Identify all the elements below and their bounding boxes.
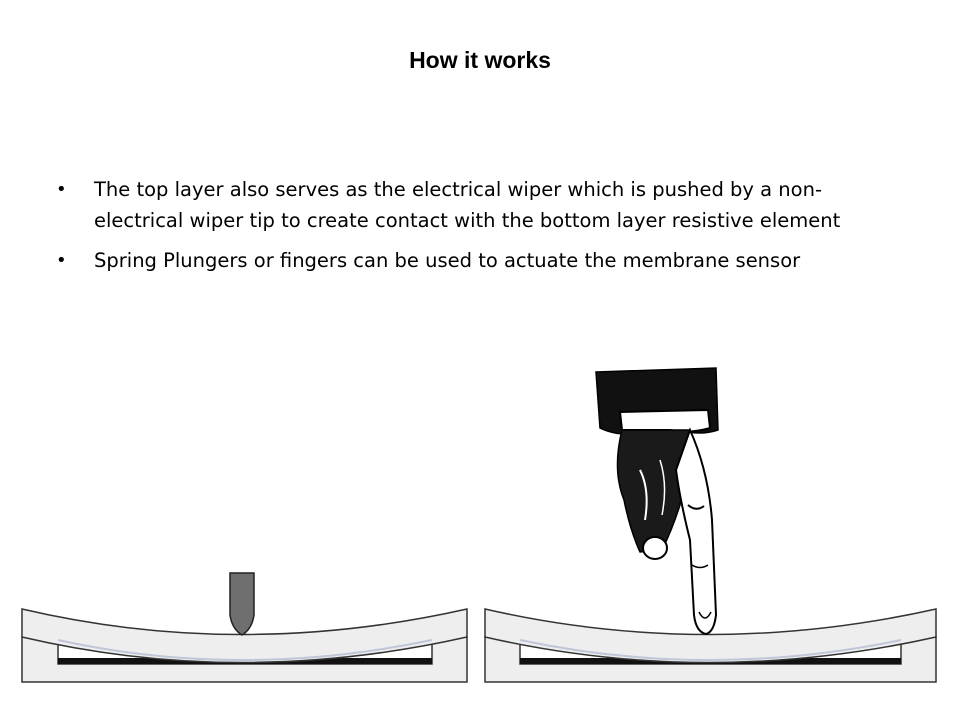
- pointing-finger-icon: [595, 367, 719, 636]
- bullet-text: Spring Plungers or fingers can be used t…: [94, 249, 801, 272]
- bullet-dot-icon: •: [56, 250, 67, 271]
- left-sensor-panel: [21, 572, 468, 683]
- bullet-dot-icon: •: [56, 179, 67, 200]
- right-sensor-panel: [484, 367, 937, 683]
- left-membrane-top-layer: [21, 608, 468, 664]
- bullet-text: The top layer also serves as the electri…: [94, 178, 841, 232]
- right-membrane-underside: [519, 639, 902, 661]
- membrane-sensor-illustration: [21, 367, 937, 683]
- left-membrane-underside: [57, 639, 433, 661]
- plunger-tip-icon: [229, 572, 255, 636]
- slide-title: How it works: [409, 47, 551, 73]
- bullet-item: • Spring Plungers or fingers can be used…: [56, 245, 896, 276]
- bullet-item: • The top layer also serves as the elect…: [56, 174, 896, 236]
- right-membrane-top-layer: [484, 608, 937, 664]
- bullet-list: • The top layer also serves as the elect…: [56, 174, 896, 285]
